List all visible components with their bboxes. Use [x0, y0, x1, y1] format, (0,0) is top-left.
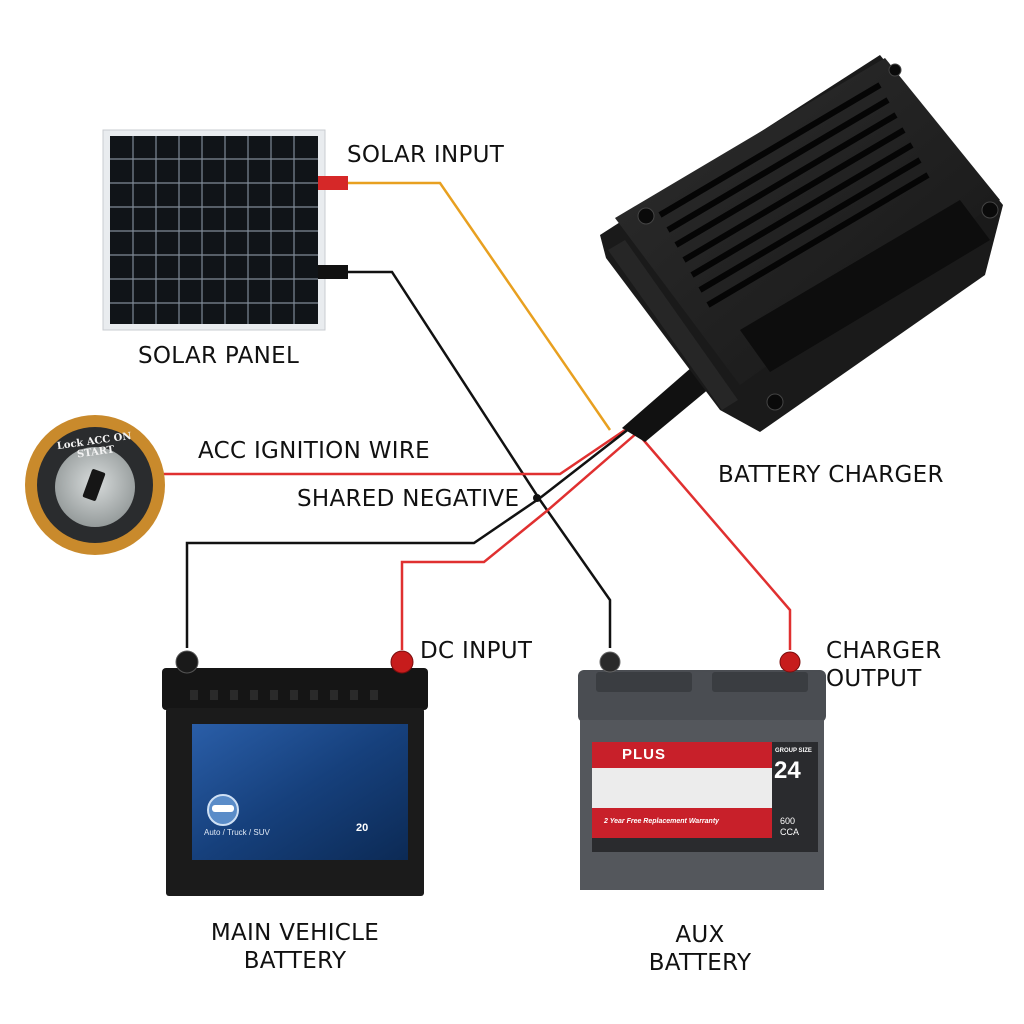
ignition-switch [25, 415, 165, 555]
battery-charger-label: BATTERY CHARGER [718, 462, 944, 488]
aux-battery-positive-terminal [779, 651, 801, 673]
aux-cca-unit: CCA [780, 827, 800, 837]
shared-negative-junction [533, 494, 541, 502]
dc-input-wire [400, 431, 639, 650]
aux-battery-line2: BATTERY [648, 949, 752, 976]
main-battery-sticker-text: Auto / Truck / SUV [204, 828, 270, 837]
charger-output-label: CHARGER OUTPUT [826, 638, 942, 693]
acc-ignition-wire-label: ACC IGNITION WIRE [198, 438, 430, 464]
charger-cable-sheath [622, 360, 722, 442]
charger-output-line2: OUTPUT [826, 665, 922, 692]
aux-cca-value: 600 [780, 816, 796, 826]
aux-brand: PLUS [622, 746, 667, 763]
solar-positive-wire [345, 181, 612, 431]
wires [160, 181, 792, 650]
solar-panel-label: SOLAR PANEL [138, 343, 300, 369]
acc-ignition-wire [160, 428, 626, 476]
dc-input-label: DC INPUT [420, 638, 533, 664]
shared-negative-wire [185, 427, 631, 648]
charger-output-wire [639, 435, 792, 650]
aux-warranty: 2 Year Free Replacement Warranty [604, 818, 720, 825]
battery-charger [600, 55, 1003, 432]
main-battery-line1: MAIN VEHICLE [210, 920, 380, 946]
solar-input-label: SOLAR INPUT [347, 142, 505, 168]
aux-group-label: GROUP SIZE [775, 748, 812, 754]
solar-positive-lead [318, 176, 348, 190]
main-battery [162, 650, 428, 896]
aux-battery-label: AUX BATTERY [620, 922, 780, 977]
main-battery-line2: BATTERY [243, 947, 347, 974]
aux-group-size: 24 [774, 757, 801, 784]
aux-battery-line1: AUX [675, 922, 725, 948]
main-battery-negative-terminal [175, 650, 199, 674]
shared-negative-label: SHARED NEGATIVE [297, 486, 520, 512]
solar-panel [102, 129, 348, 331]
aux-battery-negative-terminal [599, 651, 621, 673]
solar-negative-lead [318, 265, 348, 279]
aux-battery [578, 651, 826, 890]
main-battery-positive-terminal [390, 650, 414, 674]
main-battery-label: MAIN VEHICLE BATTERY [190, 920, 400, 975]
main-battery-rating: 20 [356, 822, 369, 834]
key-slot-icon [82, 469, 106, 501]
charger-output-line1: CHARGER [826, 638, 942, 664]
